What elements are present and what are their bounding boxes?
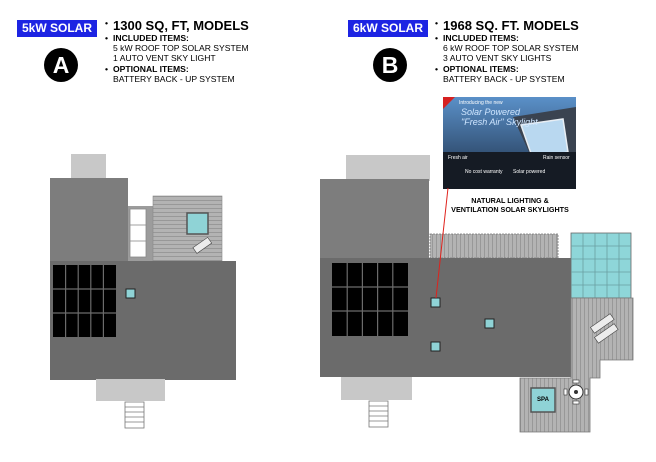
plan-b-main-roof	[320, 258, 571, 377]
plan-a-spec-list: •1300 SQ, FT, MODELS •INCLUDED ITEMS: 5 …	[105, 18, 249, 84]
photo-headline-1: Solar Powered	[461, 107, 521, 117]
plan-b-included-heading: INCLUDED ITEMS:	[443, 33, 519, 43]
plan-b-patio-table	[563, 379, 589, 405]
plan-a-entry-steps	[124, 401, 145, 429]
photo-feature: Solar powered	[513, 169, 546, 175]
photo-feature: No cost warranty	[465, 169, 503, 175]
plan-b-chimney-block	[346, 155, 430, 181]
plan-a-badge: 5kW SOLAR	[17, 20, 97, 37]
plan-a-included-item: 1 AUTO VENT SKY LIGHT	[113, 53, 216, 64]
plan-b-solar-array	[332, 263, 408, 336]
plan-b-rear-deck	[519, 297, 634, 433]
plan-b-skylight	[430, 297, 441, 308]
plan-a-title: 1300 SQ, FT, MODELS	[113, 18, 249, 33]
photo-small-text: Introducing the new	[459, 100, 503, 106]
plan-b-letter-circle: B	[373, 48, 407, 82]
skylight-product-photo: Introducing the new Solar Powered "Fresh…	[443, 97, 576, 189]
plan-a-window-panel	[129, 208, 147, 258]
skylight-caption-line: NATURAL LIGHTING &	[471, 196, 549, 205]
plan-b-spa-label: SPA	[537, 397, 549, 403]
plan-b-included-item: 6 kW ROOF TOP SOLAR SYSTEM	[443, 43, 579, 54]
plan-a-included-heading: INCLUDED ITEMS:	[113, 33, 189, 43]
photo-feature: Rain sensor	[543, 155, 570, 161]
plan-b-included-item: 3 AUTO VENT SKY LIGHTS	[443, 53, 552, 64]
photo-feature: Fresh air	[448, 155, 468, 161]
plan-a-upper-wing	[50, 178, 128, 262]
plan-a-skylight	[125, 288, 136, 299]
plan-b-lounge-chairs	[590, 313, 619, 344]
skylight-caption: NATURAL LIGHTING & VENTILATION SOLAR SKY…	[440, 196, 580, 214]
plan-a-chimney-block	[71, 154, 106, 180]
plan-b-upper-wing	[320, 179, 429, 260]
plan-a-optional-item: BATTERY BACK - UP SYSTEM	[113, 73, 235, 84]
plan-b-skylight	[484, 318, 495, 329]
photo-headline-2: "Fresh Air" Skylight	[461, 117, 538, 127]
plan-b-skylight	[430, 341, 441, 352]
plan-b-optional-item: BATTERY BACK - UP SYSTEM	[443, 73, 565, 84]
plan-b-entry-steps	[368, 400, 389, 428]
plan-b-glass-enclosure	[570, 232, 632, 299]
plan-b-optional-heading: OPTIONAL ITEMS:	[443, 63, 519, 74]
plan-a-deck-spa	[186, 212, 209, 235]
plan-b-badge: 6kW SOLAR	[348, 20, 428, 37]
plan-a-letter-circle: A	[44, 48, 78, 82]
plan-b-spec-list: •1968 SQ. FT. MODELS •INCLUDED ITEMS: 6 …	[435, 18, 579, 84]
plan-a-optional-heading: OPTIONAL ITEMS:	[113, 63, 189, 74]
plan-b-entry-block	[341, 377, 412, 400]
plan-a-included-item: 5 kW ROOF TOP SOLAR SYSTEM	[113, 43, 249, 54]
plan-a-house	[50, 154, 236, 429]
plan-a-deck-chair	[192, 236, 213, 254]
plan-a-deck	[152, 195, 223, 262]
skylight-caption-line: VENTILATION SOLAR SKYLIGHTS	[451, 205, 569, 214]
plan-a-solar-array	[53, 265, 116, 337]
plan-b-railing	[429, 233, 559, 259]
plan-a-main-roof	[50, 261, 236, 380]
plan-b-title: 1968 SQ. FT. MODELS	[443, 18, 579, 33]
plan-a-side-wall	[128, 206, 153, 261]
plan-a-entry-block	[96, 379, 165, 401]
